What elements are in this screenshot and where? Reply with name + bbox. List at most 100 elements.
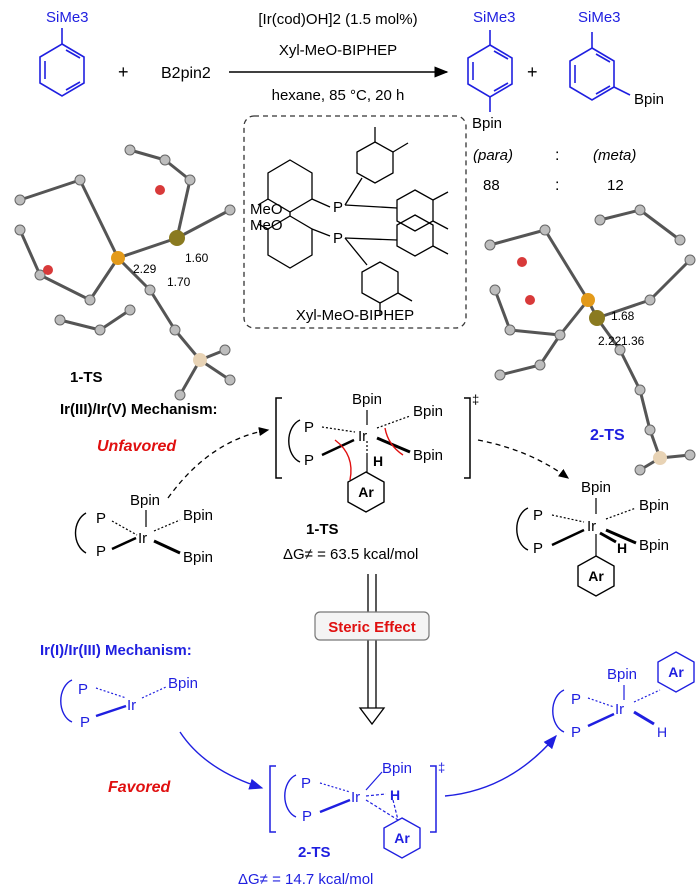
meta-label: (meta) <box>593 147 636 164</box>
product-meta-boryl-label: Bpin <box>634 91 664 108</box>
mech-i-prod-p2: P <box>571 724 581 741</box>
mech-v-start-p2: P <box>96 543 106 560</box>
ts-left-o-atom-2 <box>43 265 53 275</box>
mech-i-ts-ar: Ar <box>394 830 410 846</box>
mechanism-i-product-complex: P P Ir Bpin H Ar <box>552 651 695 741</box>
ts-right-p-atom <box>581 293 595 307</box>
ligand-label: Xyl-MeO-BIPHEP <box>279 42 397 59</box>
mech-v-prod-h: H <box>617 540 627 556</box>
mech-v-ts-ar: Ar <box>358 484 374 500</box>
steric-effect-badge <box>314 611 430 641</box>
mech-v-ts-b3: Bpin <box>413 447 443 464</box>
mech-v-ts-dg: ΔG≠ = 63.5 kcal/mol <box>283 546 418 563</box>
mech-v-start-p1: P <box>96 510 106 527</box>
reactant-group-label: SiMe3 <box>46 9 89 26</box>
ts-right-atoms <box>484 204 696 476</box>
mechanism-i-tag: Favored <box>108 779 171 796</box>
mech-v-ts-label: 1-TS <box>306 521 339 538</box>
mech-v-ts-p1: P <box>304 419 314 436</box>
ts-left-distance-1: 1.60 <box>185 251 209 265</box>
mechanism-i-ts: P P Ir Bpin H Ar ‡ 2-TS ΔG≠ = 14.7 kcal/… <box>238 760 445 888</box>
ts-left-o-atom <box>155 185 165 195</box>
ratio-colon-top: : <box>555 147 559 164</box>
mech-i-ts-p2: P <box>302 808 312 825</box>
mechanism-ir3-ir5: Ir(III)/Ir(V) Mechanism: Unfavored P P I… <box>60 391 669 597</box>
product-meta-group-label: SiMe3 <box>578 9 621 26</box>
mechanism-i-arrow-2 <box>444 734 557 797</box>
mechanism-i-title: Ir(I)/Ir(III) Mechanism: <box>40 642 192 659</box>
ts-right-o-atom-2 <box>525 295 535 305</box>
mech-v-start-ir: Ir <box>138 530 147 547</box>
ts-left-distance-2: 2.29 <box>133 262 157 276</box>
mech-v-start-b2: Bpin <box>183 507 213 524</box>
mech-i-ts-p1: P <box>301 775 311 792</box>
ts-left-distance-3: 1.70 <box>167 275 191 289</box>
product-para-group-label: SiMe3 <box>473 9 516 26</box>
reactant-phenylsilane <box>39 28 85 97</box>
mech-v-ts-ir: Ir <box>358 428 367 445</box>
steric-effect-divider: Steric Effect <box>314 574 430 726</box>
mech-v-start-b1: Bpin <box>130 492 160 509</box>
mechanism-ir1-ir3: Ir(I)/Ir(III) Mechanism: Favored P P Ir … <box>40 642 695 888</box>
mech-i-ts-ir: Ir <box>351 789 360 806</box>
mech-v-ts-dagger: ‡ <box>472 392 479 407</box>
mech-i-prod-b: Bpin <box>607 666 637 683</box>
reaction-equation: SiMe3 + B2pin2 [Ir(cod)OH]2 (1.5 mol%) X… <box>39 9 664 194</box>
ratio-colon: : <box>555 177 559 194</box>
mech-i-ts-dagger: ‡ <box>438 760 445 775</box>
ts-right-label: 2-TS <box>590 427 625 444</box>
mech-v-start-b3: Bpin <box>183 549 213 566</box>
ts-model-right: 1.68 2.22 1.36 2-TS <box>484 204 696 476</box>
mech-v-prod-b2: Bpin <box>639 497 669 514</box>
mech-v-prod-p1: P <box>533 507 543 524</box>
ts-right-distance-2: 2.22 <box>598 334 622 348</box>
catalyst-label: [Ir(cod)OH]2 (1.5 mol%) <box>258 11 417 28</box>
plus-sign-products: + <box>527 62 538 82</box>
ts-right-si-atom <box>653 451 667 465</box>
mech-i-ts-label: 2-TS <box>298 844 331 861</box>
mech-v-prod-ir: Ir <box>587 518 596 535</box>
mech-i-start-p1: P <box>78 681 88 698</box>
para-ratio: 88 <box>483 177 500 194</box>
mechanism-v-title: Ir(III)/Ir(V) Mechanism: <box>60 401 218 418</box>
mech-v-ts-b2: Bpin <box>413 403 443 420</box>
mechanism-v-tag: Unfavored <box>97 438 177 455</box>
ts-left-ir-atom <box>169 230 185 246</box>
mech-v-prod-b1: Bpin <box>581 479 611 496</box>
ts-right-distance-1: 1.68 <box>611 309 635 323</box>
mech-i-prod-p1: P <box>571 691 581 708</box>
product-para-boryl-label: Bpin <box>472 115 502 132</box>
mech-v-prod-b3: Bpin <box>639 537 669 554</box>
mech-i-ts-dg: ΔG≠ = 14.7 kcal/mol <box>238 871 373 888</box>
mech-i-ts-b: Bpin <box>382 760 412 777</box>
mech-v-prod-p2: P <box>533 540 543 557</box>
mech-i-start-b: Bpin <box>168 675 198 692</box>
mechanism-v-arrow-2 <box>477 439 570 479</box>
steric-effect-label: Steric Effect <box>328 619 416 636</box>
para-label: (para) <box>473 147 513 164</box>
plus-sign: + <box>118 62 129 82</box>
product-meta <box>569 32 631 101</box>
ligand-ome-top: MeO <box>250 201 283 218</box>
ts-left-si-atom <box>193 353 207 367</box>
mech-v-ts-b1: Bpin <box>352 391 382 408</box>
mechanism-i-start-complex: P P Ir Bpin <box>60 675 198 731</box>
ts-left-label: 1-TS <box>70 369 103 386</box>
mechanism-v-start-complex: P P Ir Bpin Bpin Bpin <box>74 492 213 566</box>
mechanism-i-arrow-1 <box>179 731 264 790</box>
mech-i-start-ir: Ir <box>127 697 136 714</box>
mech-v-ts-p2: P <box>304 452 314 469</box>
ts-left-atoms <box>14 144 236 401</box>
mech-i-prod-ir: Ir <box>615 701 624 718</box>
mech-v-ts-h: H <box>373 453 383 469</box>
ts-left-p-atom <box>111 251 125 265</box>
ts-right-distance-3: 1.36 <box>621 334 645 348</box>
ts-right-o-atom <box>517 257 527 267</box>
mech-i-prod-h: H <box>657 724 667 740</box>
ligand-p-bottom: P <box>333 230 343 247</box>
mechanism-v-product-complex: P P Ir Bpin Bpin Bpin H Ar <box>516 479 669 597</box>
ligand-structure-box: MeO MeO P P Xyl-MeO-BIPHEP <box>243 115 467 329</box>
mechanism-v-arrow-1 <box>167 427 270 499</box>
ligand-skeleton <box>257 127 449 316</box>
